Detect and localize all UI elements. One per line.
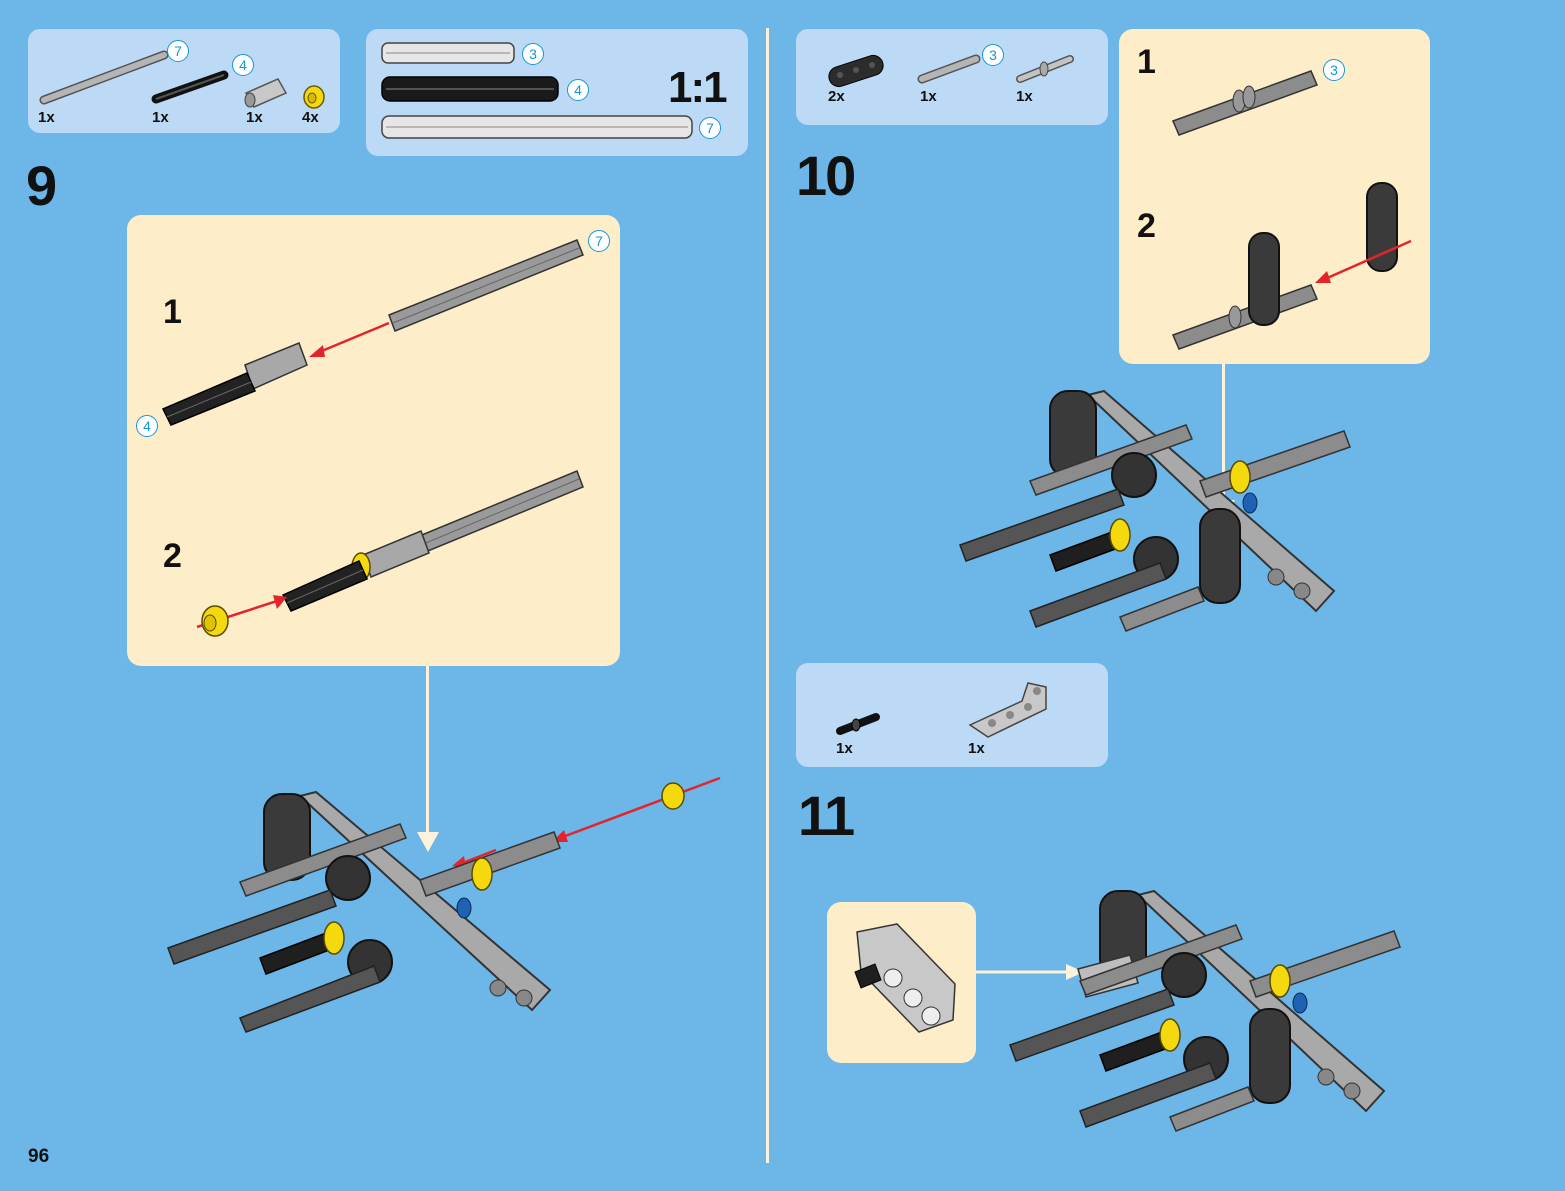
part-qty: 1x [836, 740, 853, 757]
step10-main-assembly [959, 389, 1351, 632]
ruler-axle-7 [381, 115, 693, 139]
ruler-badge-4: 4 [567, 79, 589, 101]
step11-parts-panel: 1x 1x [796, 663, 1108, 767]
liftarm-3-part-icon [828, 54, 884, 88]
part-qty: 2x [828, 88, 845, 105]
step-number-11: 11 [798, 784, 855, 847]
step-number-10: 10 [796, 144, 856, 207]
part-badge-3: 3 [982, 44, 1004, 66]
ruler-panel: 3 4 7 1:1 [366, 29, 748, 156]
substep2-illustration [1171, 182, 1412, 350]
part-qty: 1x [38, 109, 55, 126]
step11-connector-arrow [976, 964, 1084, 980]
badge-3: 3 [1323, 59, 1345, 81]
step9-connector-arrowhead [417, 832, 439, 852]
badge-4: 4 [136, 415, 158, 437]
ruler-badge-7: 7 [699, 117, 721, 139]
part-qty: 1x [246, 109, 263, 126]
pin-axle-black-part-icon [836, 713, 880, 735]
axle-4-part-icon [151, 70, 229, 104]
ruler-badge-3: 3 [522, 43, 544, 65]
substep1-illustration [1171, 70, 1319, 136]
page-divider [766, 28, 769, 1163]
step10-subassembly-panel: 1 2 3 [1119, 29, 1430, 364]
substep-1: 1 [163, 293, 182, 331]
part-qty: 1x [152, 109, 169, 126]
part-qty: 4x [302, 109, 319, 126]
substep2-illustration [196, 470, 584, 637]
ruler-axle-4 [381, 76, 559, 102]
step9-parts-panel: 7 1x 4 1x 1x 4x [28, 29, 340, 133]
axle-7-part-icon [39, 50, 169, 105]
pin-with-bush-part-icon [1016, 55, 1074, 83]
step9-main-assembly [167, 776, 721, 1033]
axle-3-part-icon [917, 54, 981, 84]
part-badge-4: 4 [232, 54, 254, 76]
page-number: 96 [28, 1146, 50, 1167]
badge-7: 7 [588, 230, 610, 252]
step9-connector-line [426, 666, 429, 836]
step11-main-assembly [1009, 889, 1401, 1132]
step-number-9: 9 [26, 154, 57, 217]
step10-parts-panel: 2x 3 1x 1x [796, 29, 1108, 125]
step9-subassembly-panel: 1 2 7 4 [127, 215, 620, 666]
scale-label: 1:1 [668, 63, 728, 112]
ruler-axle-3 [381, 42, 515, 64]
axle-connector-part-icon [244, 78, 288, 108]
step11-subassembly-panel [827, 902, 976, 1063]
part-qty: 1x [920, 88, 937, 105]
part-qty: 1x [968, 740, 985, 757]
liftarm-bent-part-icon [968, 682, 1047, 738]
substep-illustration [854, 923, 956, 1033]
substep1-illustration [161, 239, 584, 426]
substep-2: 2 [1137, 207, 1156, 245]
step10-connector-line [1222, 364, 1225, 504]
substep-1: 1 [1137, 43, 1156, 81]
part-badge-7: 7 [167, 40, 189, 62]
substep-2: 2 [163, 537, 182, 575]
bush-half-part-icon [303, 85, 325, 109]
part-qty: 1x [1016, 88, 1033, 105]
